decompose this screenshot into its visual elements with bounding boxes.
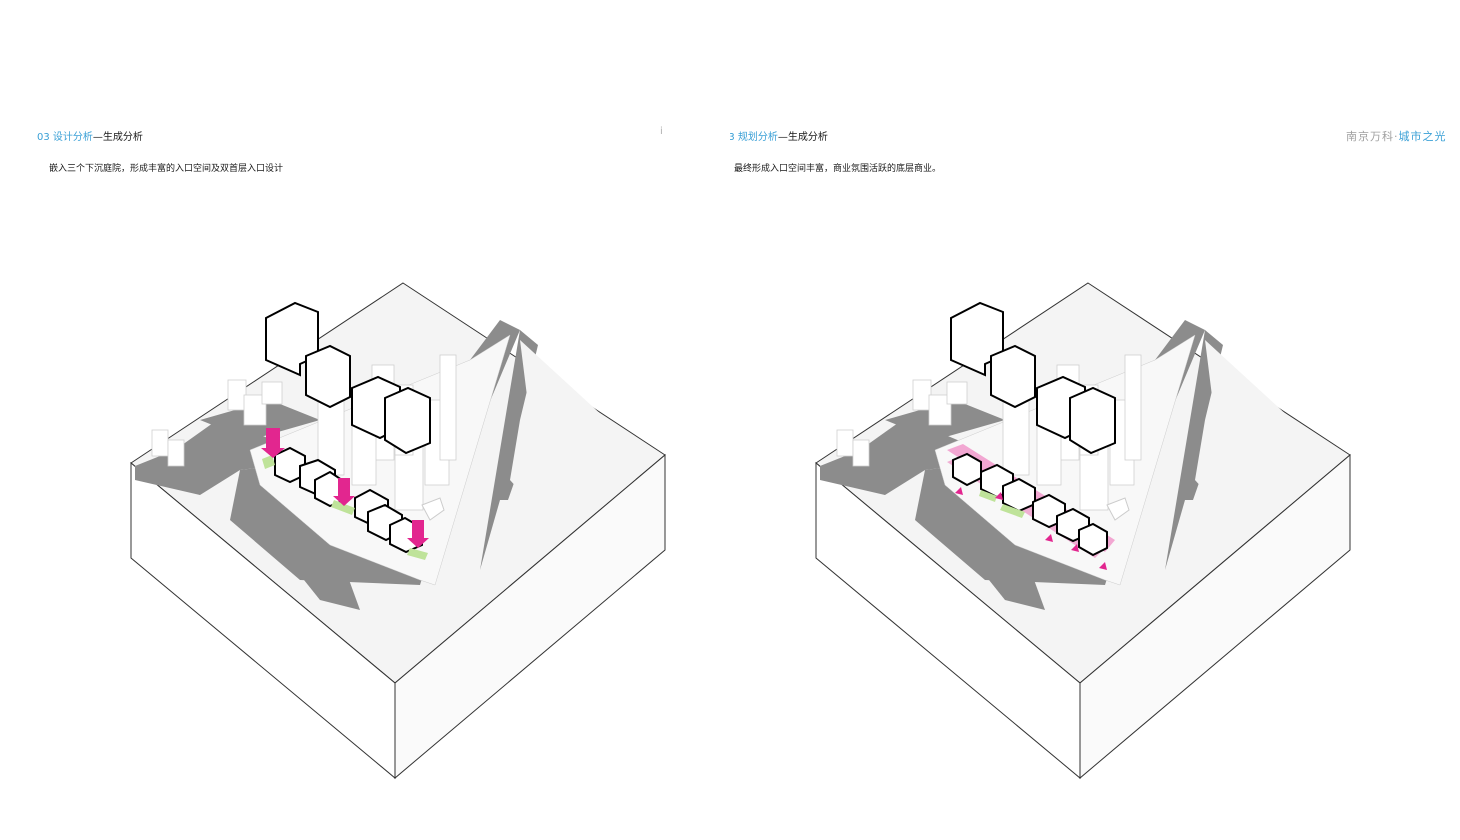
site-axonometric-diagram	[0, 0, 730, 840]
right-panel: 03 规划分析—生成分析 最终形成入口空间丰富，商业氛围活跃的底层商业。 南京万…	[730, 0, 1460, 840]
site-axonometric-diagram	[730, 0, 1460, 840]
left-panel: 03 设计分析—生成分析 嵌入三个下沉庭院，形成丰富的入口空间及双首层入口设计 …	[0, 0, 730, 840]
